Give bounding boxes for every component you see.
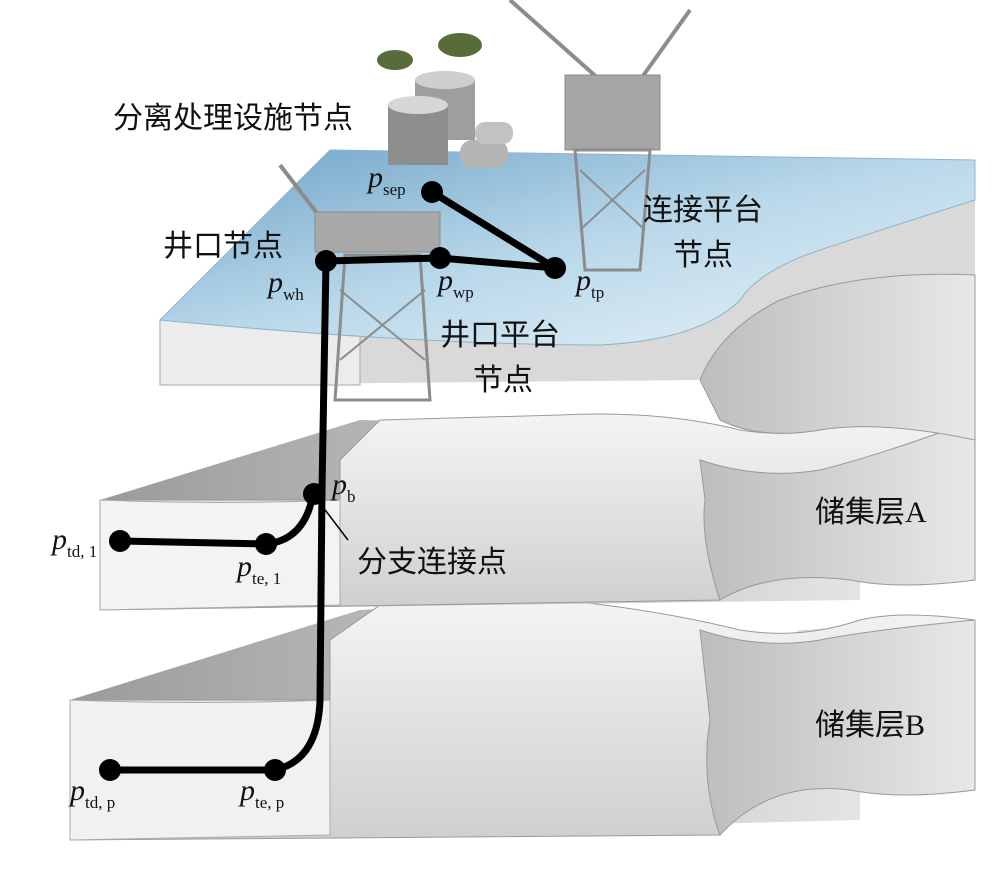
connect-platform-illustration xyxy=(508,0,692,272)
pipe-wellbore xyxy=(271,257,330,774)
connect-platform-label-line2: 节点 xyxy=(673,239,733,272)
node-dots xyxy=(99,181,566,781)
storage-tank-icon xyxy=(388,105,448,165)
pressure-label-wh: pwh xyxy=(266,266,304,304)
pressure-label-wp: pwp xyxy=(436,264,474,302)
palm-tree-icon xyxy=(377,50,413,70)
pressure-label-tp: ptp xyxy=(574,264,604,302)
node-tdp xyxy=(99,759,121,781)
node-b xyxy=(303,483,325,505)
sea-surface-layer xyxy=(158,149,976,441)
node-te1 xyxy=(255,533,277,555)
pressure-label-sep: psep xyxy=(366,161,406,199)
connect-platform-label-line1: 连接平台 xyxy=(643,194,763,227)
pressure-label-te1: pte, 1 xyxy=(235,550,281,588)
pressure-label-tdp: ptd, p xyxy=(68,774,115,812)
reservoir-layer-a-label: 储集层A xyxy=(815,496,927,529)
branch-leader-line xyxy=(315,497,349,541)
reservoir-layer-b xyxy=(69,599,976,841)
node-wp xyxy=(429,247,451,269)
reservoir-layer-b-label: 储集层B xyxy=(815,709,925,742)
palm-tree-icon xyxy=(438,33,482,57)
pipe-sep-tp xyxy=(428,188,559,272)
node-td1 xyxy=(109,530,131,552)
wellhead-node-label: 井口节点 xyxy=(163,230,283,263)
node-tep xyxy=(264,759,286,781)
separation-facility-illustration xyxy=(377,33,513,168)
branch-point-label: 分支连接点 xyxy=(357,546,507,579)
node-tp xyxy=(544,257,566,279)
well-platform-illustration xyxy=(278,163,441,402)
well-platform-label-line1: 井口平台 xyxy=(440,319,560,352)
pressure-label-td1: ptd, 1 xyxy=(50,523,97,561)
node-wh xyxy=(315,250,337,272)
separation-node-label: 分离处理设施节点 xyxy=(113,102,353,135)
pressure-label-b: pb xyxy=(330,468,356,506)
well-platform-label-line2: 节点 xyxy=(473,364,533,397)
pressure-label-tep: pte, p xyxy=(238,774,284,812)
node-sep xyxy=(421,181,443,203)
